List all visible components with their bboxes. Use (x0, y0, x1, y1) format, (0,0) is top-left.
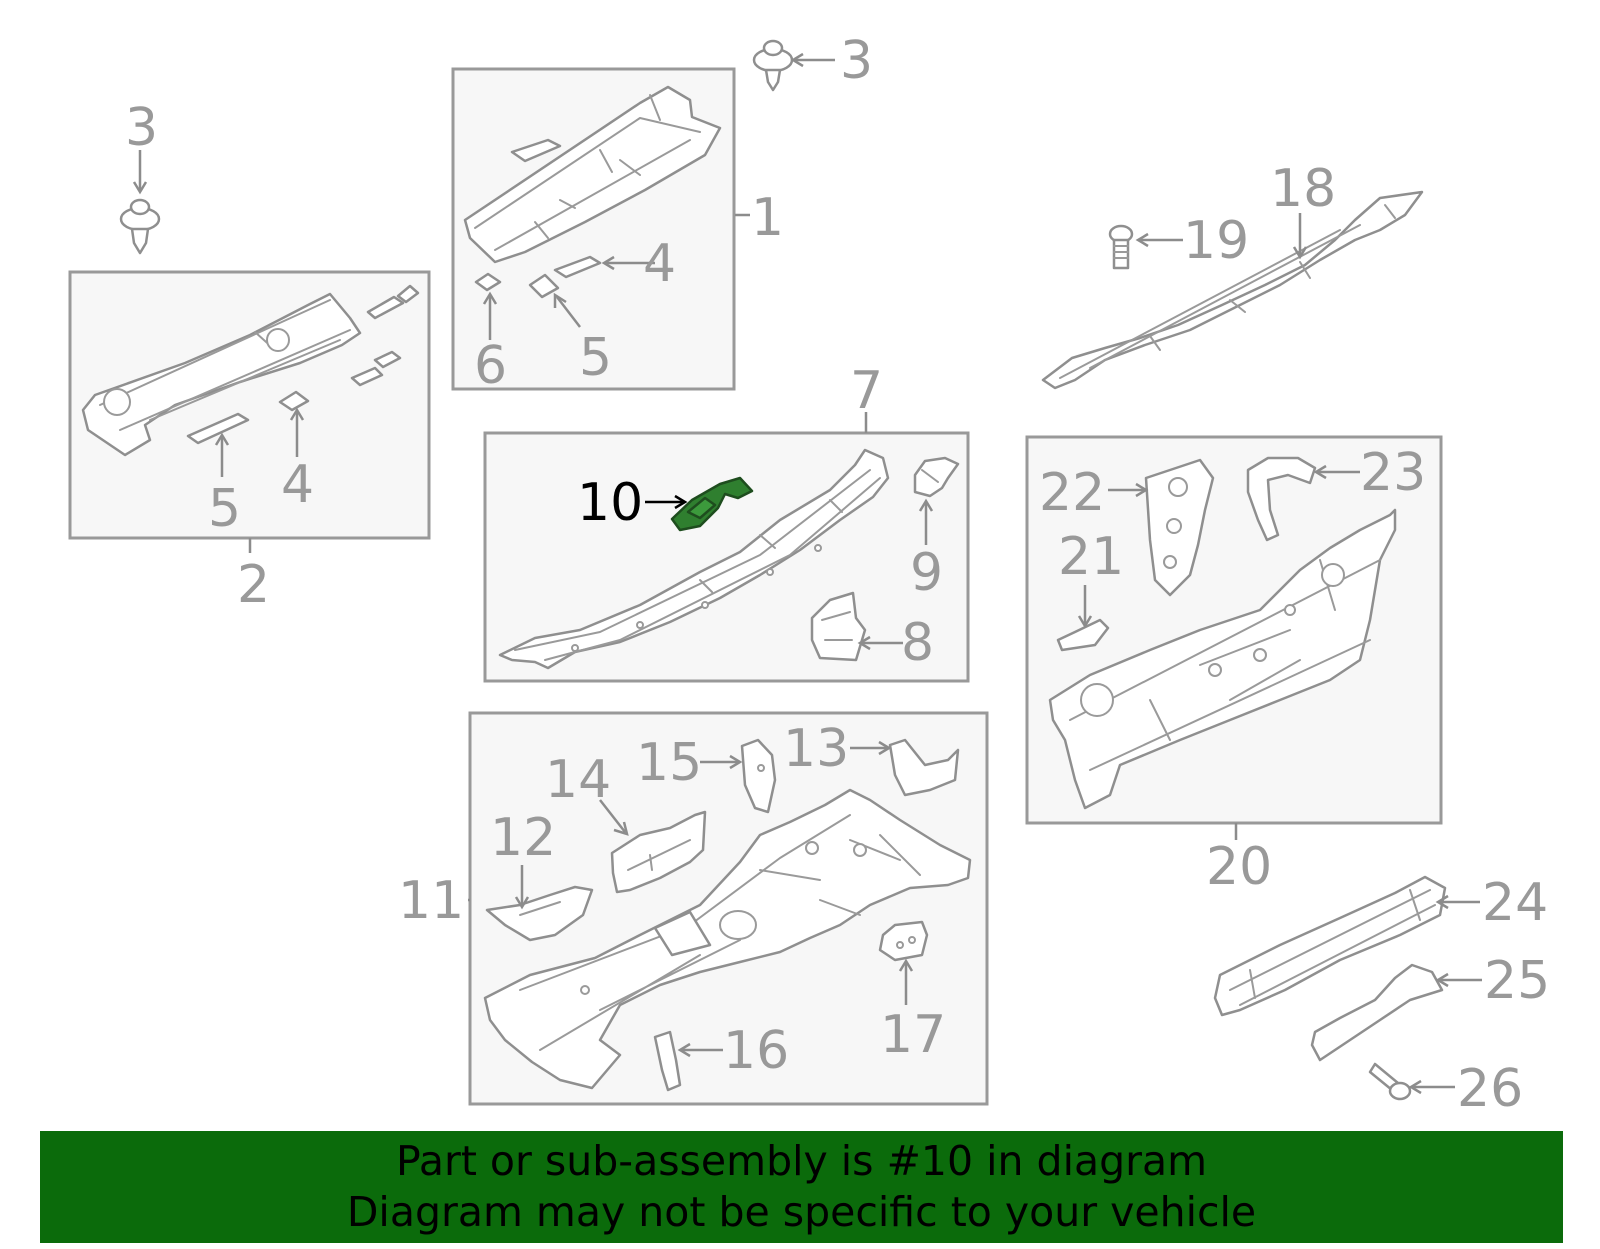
part-20-dash-panel (1048, 508, 1397, 810)
callout-12: 12 (490, 808, 556, 868)
part-14-bracket (610, 810, 707, 894)
part-1-cowl-panel (463, 85, 722, 299)
part-13-bracket (888, 738, 960, 797)
callout-7: 7 (850, 361, 883, 421)
callout-23: 23 (1360, 443, 1426, 503)
part-12-bracket (485, 885, 594, 942)
part-7-dash-reinforcement (498, 448, 890, 670)
part-9-bracket (913, 456, 960, 498)
banner-line-2: Diagram may not be specific to your vehi… (346, 1188, 1257, 1236)
callout-10: 10 (577, 473, 643, 533)
part-25-bracket (1310, 963, 1444, 1062)
callout-20: 20 (1206, 837, 1272, 897)
part-19-bolt (1108, 224, 1134, 270)
part-2-cowl-panel (81, 284, 420, 457)
part-18-bar (1041, 190, 1424, 390)
part-21-bracket (1056, 618, 1110, 652)
callout-11: 11 (398, 871, 464, 931)
callout-19: 19 (1183, 211, 1249, 271)
part-16-bracket (653, 1030, 682, 1092)
part-22-bracket (1144, 458, 1215, 597)
callout-14: 14 (545, 750, 611, 810)
callout-3-left: 3 (125, 98, 158, 158)
part-8-bracket (810, 591, 867, 662)
callout-16: 16 (723, 1021, 789, 1081)
callout-26: 26 (1457, 1059, 1523, 1119)
part-26-bolt (1368, 1062, 1412, 1101)
callout-4-box1: 4 (643, 234, 676, 294)
callout-22: 22 (1039, 463, 1105, 523)
part-11-dash-panel-assembly (483, 788, 972, 1090)
callout-5-box2: 5 (208, 479, 241, 539)
part-24-rail (1213, 875, 1447, 1017)
part-3-clip-top (752, 39, 794, 92)
callout-21: 21 (1058, 527, 1124, 587)
callout-4-box2: 4 (281, 455, 314, 515)
callout-25: 25 (1484, 951, 1550, 1011)
callout-18: 18 (1270, 159, 1336, 219)
banner-line-1: Part or sub-assembly is #10 in diagram (395, 1137, 1208, 1185)
callout-1: 1 (751, 188, 784, 248)
info-banner: Part or sub-assembly is #10 in diagram D… (40, 1131, 1563, 1243)
leader-lines (132, 52, 1482, 1095)
part-23-bracket (1246, 456, 1317, 542)
callout-5-box1: 5 (579, 328, 612, 388)
callout-17: 17 (880, 1005, 946, 1065)
callout-6: 6 (474, 336, 507, 396)
callout-2: 2 (237, 555, 270, 615)
part-10-bracket-highlighted (670, 476, 754, 532)
callout-24: 24 (1482, 873, 1548, 933)
part-15-bracket (740, 738, 777, 814)
callout-3-top: 3 (840, 31, 873, 91)
callout-8: 8 (901, 613, 934, 673)
part-17-bracket (878, 920, 929, 962)
callout-13: 13 (783, 719, 849, 779)
callout-labels: 1 2 3 3 4 4 5 5 6 7 8 9 10 11 12 13 14 1… (125, 31, 1550, 1119)
part-3-clip-left (119, 198, 161, 255)
callout-9: 9 (910, 543, 943, 603)
callout-15: 15 (636, 733, 702, 793)
